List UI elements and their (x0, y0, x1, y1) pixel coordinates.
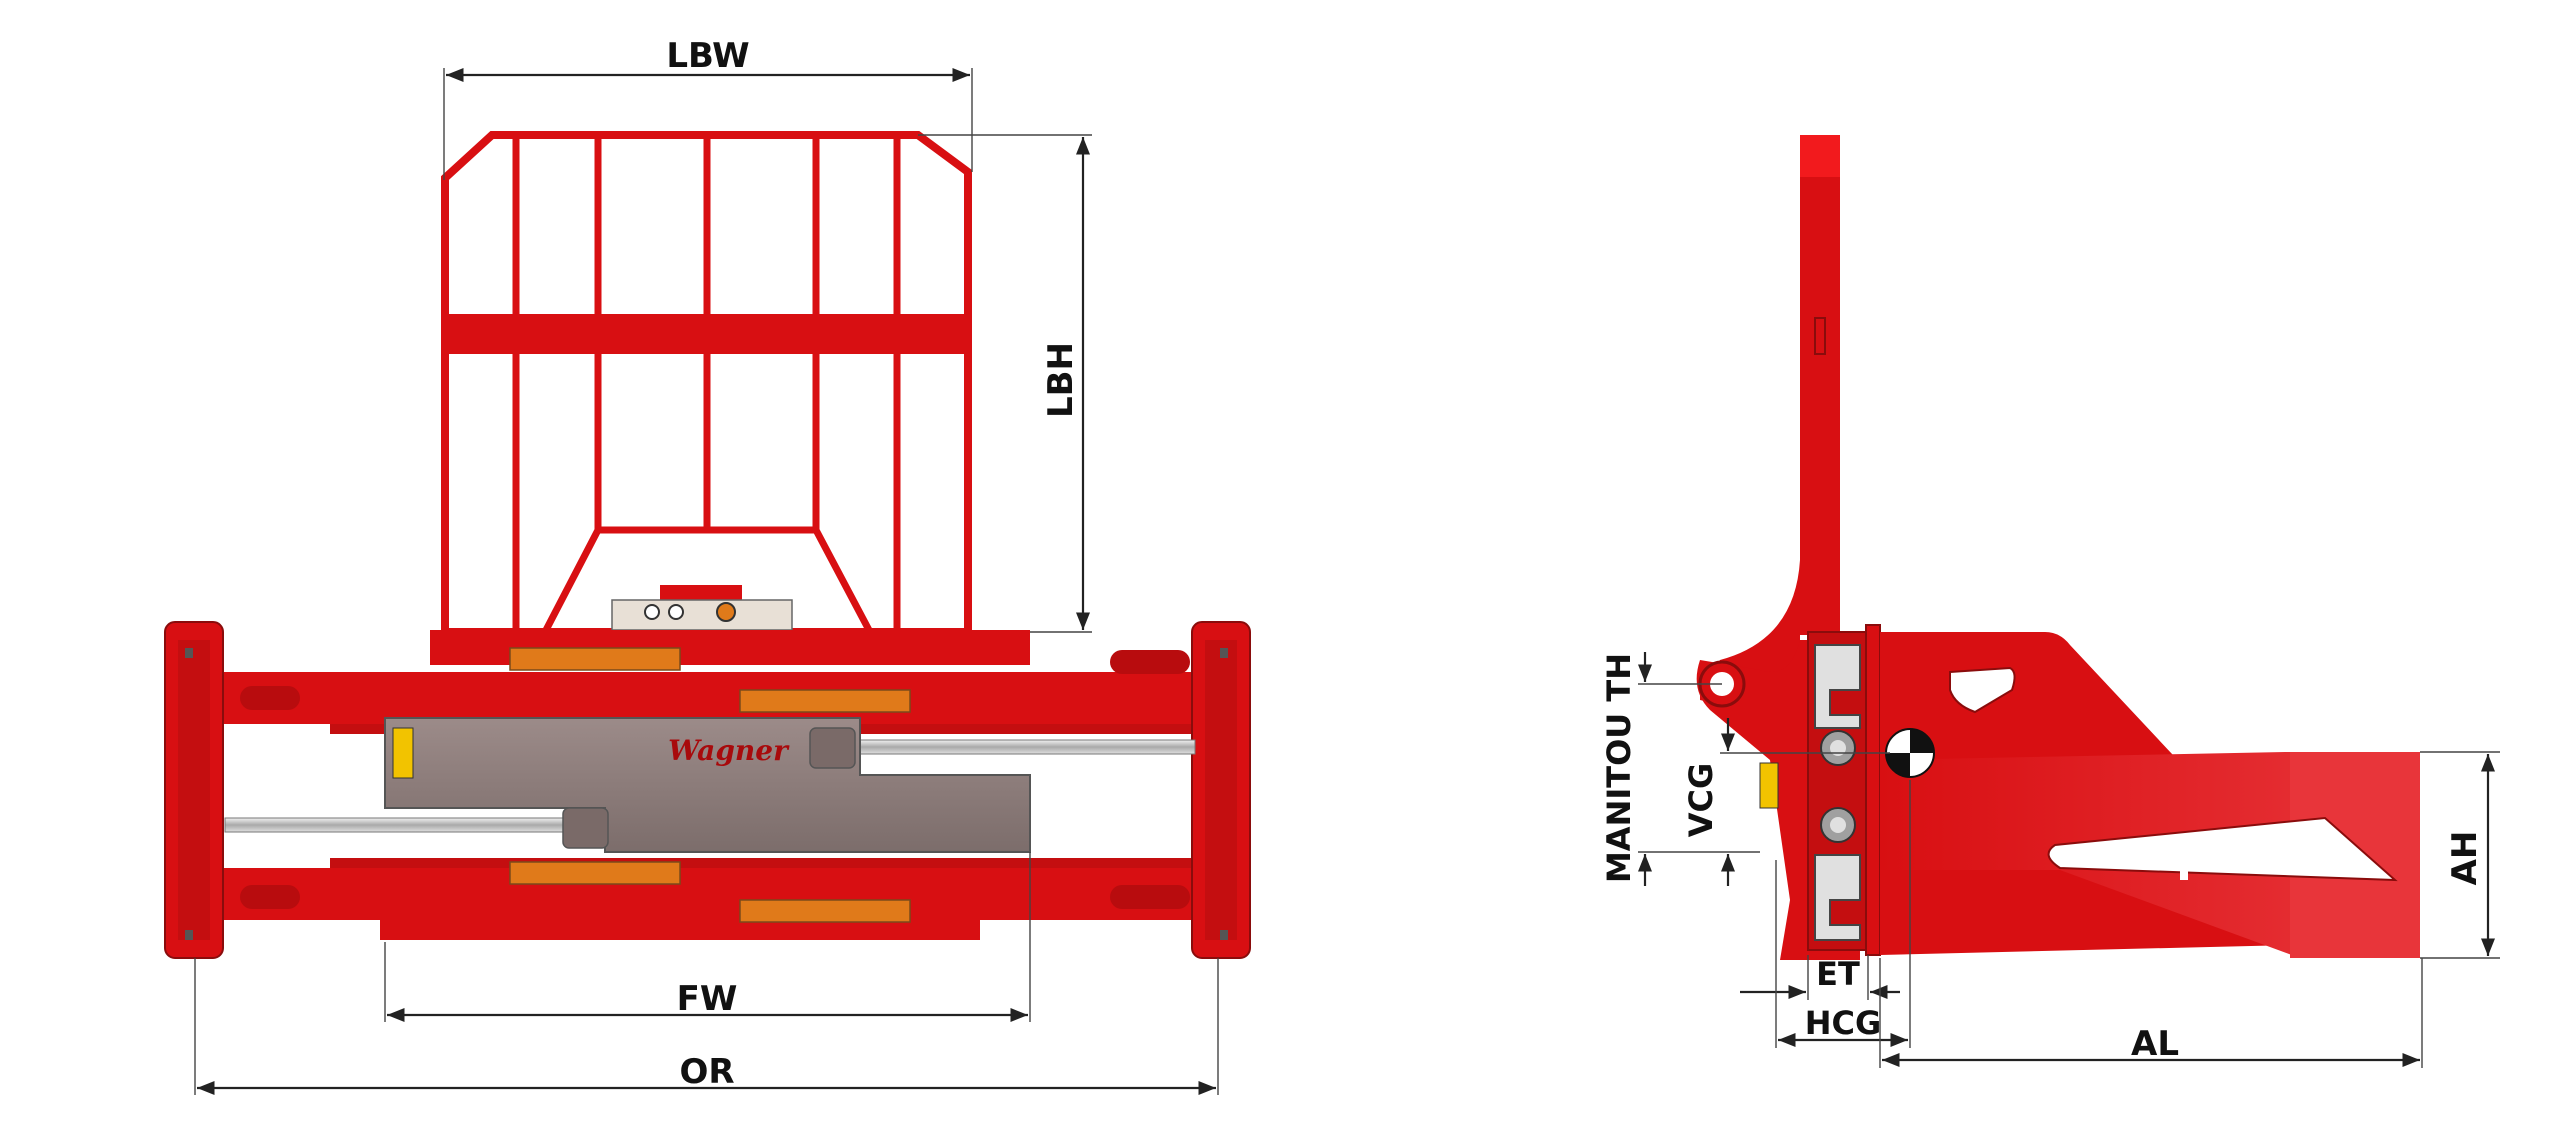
label-or: OR (679, 1052, 734, 1092)
dimension-or: OR (194, 958, 1219, 1096)
dimension-et: ET (1740, 955, 1900, 1000)
manufacturer-logo: Wagner (668, 734, 790, 767)
dimension-ah: AH (2420, 751, 2500, 959)
dimension-fw: FW (384, 852, 1031, 1023)
label-lbw: LBW (666, 36, 749, 76)
label-fw: FW (677, 979, 738, 1019)
load-backrest (441, 131, 972, 636)
left-arm (164, 621, 224, 959)
label-manitou-th: MANITOU TH (1600, 653, 1638, 883)
clamp-arm (1880, 632, 2420, 958)
valve-block (611, 585, 793, 631)
dimension-vcg: VCG (1682, 718, 1890, 886)
label-vcg: VCG (1682, 763, 1720, 838)
cylinder-rods (224, 739, 1196, 833)
dimension-al: AL (1879, 958, 2423, 1068)
label-al: AL (2131, 1024, 2179, 1064)
front-view: Wagner LBW LBH FW OR (164, 36, 1251, 1096)
label-et: ET (1816, 955, 1860, 993)
side-view: MANITOU TH VCG ET HCG (1600, 135, 2500, 1068)
label-lbh: LBH (1041, 342, 1081, 418)
dimension-lbw: LBW (443, 36, 973, 180)
label-hcg: HCG (1805, 1004, 1882, 1042)
dimension-manitou-th: MANITOU TH (1600, 652, 1760, 886)
dimension-lbh: LBH (918, 134, 1092, 633)
center-of-gravity-icon (1885, 728, 1935, 778)
carriage-mount (1807, 624, 1881, 956)
cylinder-body: Wagner (384, 717, 1031, 853)
label-ah: AH (2445, 831, 2485, 886)
right-arm (1191, 621, 1251, 959)
slide-rails (509, 647, 911, 923)
dimension-hcg: HCG (1775, 780, 1911, 1048)
